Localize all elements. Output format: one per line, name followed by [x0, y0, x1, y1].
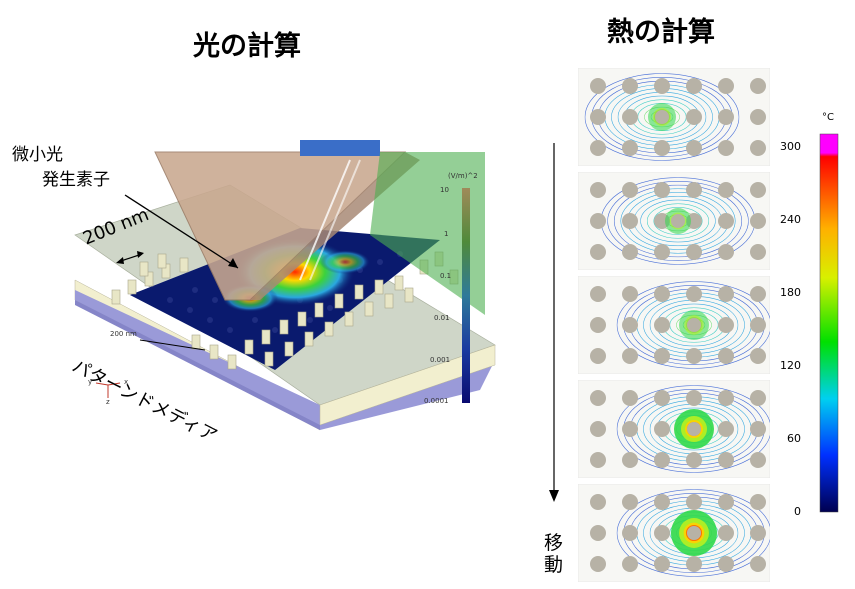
left-colorbar-tick: 0.0001: [424, 397, 449, 405]
axis-label-y: y: [88, 378, 93, 386]
media-front-lower: [75, 300, 320, 430]
light-calc-title: 光の計算: [193, 31, 301, 62]
small-scale-label: 200 nm: [110, 330, 137, 338]
axis-label-x: x: [124, 378, 129, 386]
right-colorbar-tick: 180: [780, 286, 801, 299]
move-label: 移動: [544, 532, 564, 576]
left-colorbar-tick: 1: [444, 230, 449, 238]
right-colorbar-unit: °C: [822, 112, 834, 123]
heat-frame: [578, 484, 770, 582]
source-label-line2: 発生素子: [42, 170, 110, 190]
left-colorbar-tick: 10: [440, 186, 449, 194]
left-colorbar-tick: 0.1: [440, 272, 452, 280]
axis-label-z: z: [106, 398, 110, 406]
source-label-line1: 微小光: [12, 145, 63, 165]
heat-calc-title: 熱の計算: [607, 17, 715, 48]
left-colorbar-unit: (V/m)^2: [448, 172, 478, 180]
right-colorbar-tick: 300: [780, 140, 801, 153]
right-colorbar-tick: 60: [787, 432, 801, 445]
axis-triad: [95, 382, 121, 398]
heat-frame: [578, 68, 770, 166]
right-colorbar-tick: 120: [780, 359, 801, 372]
heat-frame: [578, 380, 770, 478]
pillars: [111, 251, 459, 370]
media-right-side: [319, 344, 496, 426]
heat-frame: [578, 172, 770, 270]
source-pointer: [124, 194, 239, 269]
right-colorbar-tick: 0: [794, 505, 801, 518]
heat-frame: [578, 276, 770, 374]
media-pointer: [139, 339, 206, 351]
heat-frames: [578, 68, 770, 582]
left-colorbar-tick: 0.01: [434, 314, 450, 322]
right-colorbar: [819, 133, 839, 513]
green-cut-plane: [370, 152, 485, 315]
left-colorbar: [462, 188, 470, 403]
left-colorbar-tick: 0.001: [430, 356, 451, 364]
right-colorbar-tick: 240: [780, 213, 801, 226]
probe-cap: [300, 140, 380, 156]
